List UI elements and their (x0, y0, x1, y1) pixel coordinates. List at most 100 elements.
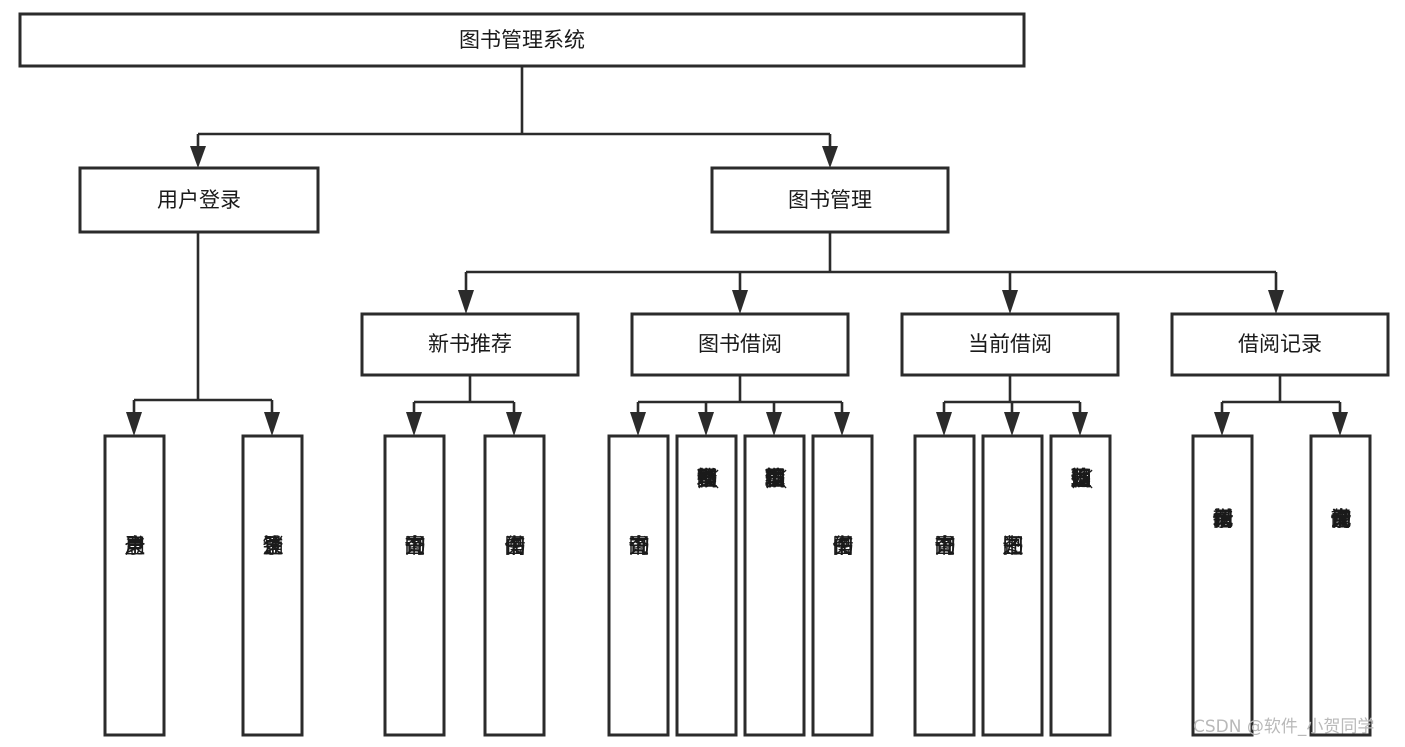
leaf-label-char: 图 (505, 534, 526, 558)
leaf-label-char: 员 (1071, 467, 1092, 491)
current-borrow-box[interactable] (900, 312, 1120, 377)
leaf-box[interactable] (913, 434, 976, 737)
leaf-label-char: 书 (833, 534, 854, 558)
leaf-label-char: 借 (833, 534, 854, 558)
node-borrow-record[interactable]: 借阅记录 (1170, 312, 1390, 377)
current-borrow-label: 当前借阅 (968, 332, 1052, 356)
user-login-box[interactable] (78, 166, 320, 234)
leaf-label-char: 图 (833, 534, 854, 558)
arrow-currentborrow-leaf-3 (1072, 412, 1088, 436)
leaf-label-char: 记 (1213, 507, 1234, 531)
leaf-label-char: 查 (405, 534, 426, 558)
leaf-label-char: 图 (765, 467, 786, 491)
leaf-box[interactable] (981, 434, 1044, 737)
borrow-record-label: 借阅记录 (1238, 332, 1322, 356)
leaf-label-char: 归 (1071, 467, 1092, 491)
arrow-to-borrow-record (1268, 290, 1284, 314)
leaf-label-char: 确 (1071, 467, 1092, 491)
leaf-label-char: 书 (765, 467, 786, 491)
leaf-box[interactable] (675, 434, 738, 737)
leaf-label-char: 管 (765, 467, 786, 491)
leaf-box[interactable] (383, 434, 446, 737)
node-book-manage[interactable]: 图书管理 (710, 166, 950, 234)
book-borrow-box[interactable] (630, 312, 850, 377)
arrow-to-user-login (190, 146, 206, 168)
leaf-label-char: 管 (1071, 467, 1092, 491)
leaf-label-char: 录 (263, 534, 284, 558)
leaf-box[interactable] (103, 434, 166, 737)
book-manage-box[interactable] (710, 166, 950, 234)
leaf-label-char: 增 (1213, 507, 1234, 531)
leaf-box[interactable] (241, 434, 304, 737)
arrow-to-book-borrow (732, 290, 748, 314)
leaf-box[interactable] (607, 434, 670, 737)
leaf-box[interactable] (483, 434, 546, 737)
leaf-label-char: 新 (1213, 507, 1234, 531)
node-root[interactable]: 图书管理系统 (18, 12, 1026, 68)
arrow-userlogin-leaf-1 (126, 412, 142, 436)
leaf-box[interactable] (1191, 434, 1254, 737)
leaf-label-char: 书 (405, 534, 426, 558)
leaf-box[interactable] (1309, 434, 1372, 737)
leaf-label-char: 图 (629, 534, 650, 558)
leaf-label-char: 询 (935, 534, 956, 558)
root-label: 图书管理系统 (459, 28, 585, 52)
leaf-label-char: 图 (1003, 534, 1024, 558)
arrow-newbook-leaf-1 (406, 412, 422, 436)
leaf-box[interactable] (1049, 434, 1112, 737)
new-book-recommend-label: 新书推荐 (428, 332, 512, 356)
leaf-box[interactable] (743, 434, 806, 737)
book-manage-label: 图书管理 (788, 188, 872, 212)
node-user-login[interactable]: 用户登录 (78, 166, 320, 234)
node-new-book-recommend[interactable]: 新书推荐 (360, 312, 580, 377)
leaf-label-char: 新 (697, 467, 718, 491)
arrow-bookborrow-leaf-1 (630, 412, 646, 436)
node-current-borrow[interactable]: 当前借阅 (900, 312, 1120, 377)
arrow-to-book-manage (822, 146, 838, 168)
leaf-label-char: 阅 (1213, 507, 1234, 531)
root-box[interactable] (18, 12, 1026, 68)
borrow-record-box[interactable] (1170, 312, 1390, 377)
leaf-label-char: 注 (263, 534, 284, 558)
new-book-recommend-box[interactable] (360, 312, 580, 377)
leaf-label-char: 管 (697, 467, 718, 491)
leaf-label-char: 借 (505, 534, 526, 558)
leaf-label-char: 查 (1331, 507, 1352, 531)
leaf-label-char: 录 (125, 534, 146, 558)
leaf-box[interactable] (811, 434, 874, 737)
leaf-label-char: 查 (629, 534, 650, 558)
leaf-label-char: 书 (629, 534, 650, 558)
leaf-vertical-label: 用户登录 (125, 534, 146, 558)
arrow-newbook-leaf-2 (506, 412, 522, 436)
leaf-label-char: （ (696, 469, 720, 490)
arrow-userlogin-leaf-2 (264, 412, 280, 436)
leaf-label-char: 询 (1331, 507, 1352, 531)
user-login-label: 用户登录 (157, 188, 241, 212)
leaf-label-char: 录 (1331, 507, 1352, 531)
leaf-node[interactable]: 用户登录 (103, 434, 166, 737)
leaf-label-char: 理 (765, 467, 786, 491)
leaf-label-char: 销 (263, 534, 284, 558)
leaf-label-char: （ (1070, 469, 1094, 490)
node-book-borrow[interactable]: 图书借阅 (630, 312, 850, 377)
